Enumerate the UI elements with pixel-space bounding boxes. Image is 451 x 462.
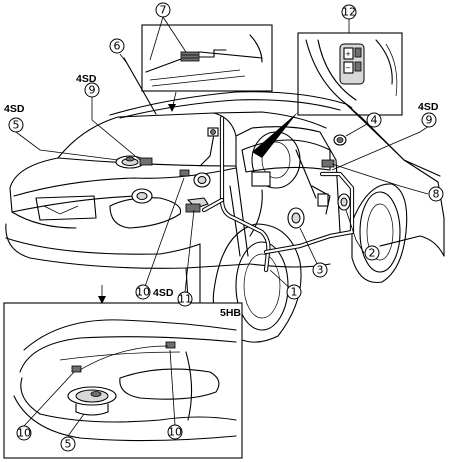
inset-steering-audio-switch: + − — [297, 32, 403, 116]
callout-6: 6 — [109, 38, 125, 54]
noise-filter-rear — [139, 157, 153, 166]
svg-text:9: 9 — [89, 84, 96, 97]
front-door-speaker — [337, 193, 351, 211]
svg-text:2: 2 — [369, 247, 376, 260]
svg-text:5: 5 — [13, 119, 20, 132]
callout-12: 12 — [341, 4, 357, 20]
callout-10-hb-right: 10 — [167, 424, 183, 440]
svg-text:10: 10 — [17, 427, 31, 440]
callout-2: 2 — [364, 245, 380, 261]
tag-4sd-callout-10: 4SD — [153, 287, 174, 299]
svg-text:11: 11 — [178, 293, 192, 306]
svg-text:3: 3 — [317, 264, 324, 277]
interior — [229, 131, 331, 257]
svg-text:7: 7 — [160, 4, 167, 17]
callout-1: 1 — [286, 284, 302, 300]
audio-wiring-harness — [199, 115, 355, 273]
svg-text:8: 8 — [433, 188, 440, 201]
rear-door-speaker-left — [131, 188, 153, 204]
callout-4: 4 — [366, 112, 382, 128]
callout-9-left: 9 — [84, 82, 100, 98]
front-noise-filter — [321, 159, 335, 168]
callout-8: 8 — [428, 186, 444, 202]
leader-lines — [15, 16, 430, 437]
rear-door-speaker-3 — [287, 207, 305, 229]
callout-5-hb: 5 — [60, 436, 76, 452]
svg-text:6: 6 — [114, 40, 121, 53]
svg-text:4: 4 — [371, 114, 378, 127]
svg-text:12: 12 — [342, 6, 356, 19]
front-wheel — [351, 183, 408, 284]
svg-text:−: − — [345, 64, 351, 72]
antenna-module — [185, 197, 209, 213]
rear-door-speaker-right — [193, 172, 211, 188]
callout-3: 3 — [312, 262, 328, 278]
rear-shelf-speaker — [115, 155, 145, 169]
callout-7: 7 — [155, 2, 171, 18]
tweeter — [333, 134, 347, 146]
tag-4sd-callout-9-left: 4SD — [76, 73, 97, 85]
callout-9-right: 9 — [421, 112, 437, 128]
svg-text:9: 9 — [426, 114, 433, 127]
inset-5hb-cargo-area — [3, 302, 243, 459]
callout-10: 10 — [135, 284, 151, 300]
tag-4sd-callout-5: 4SD — [4, 103, 25, 115]
tag-5hb-inset: 5HB — [220, 307, 241, 319]
inset-rear-window-antenna — [141, 24, 273, 92]
svg-text:5: 5 — [65, 438, 72, 451]
svg-text:10: 10 — [168, 426, 182, 439]
inset-pointer-wedge — [252, 112, 298, 158]
callout-11: 11 — [177, 291, 193, 307]
antenna-amplifier — [179, 169, 190, 177]
callout-5: 5 — [8, 117, 24, 133]
antenna-wire — [123, 57, 157, 115]
svg-text:1: 1 — [291, 286, 298, 299]
tag-4sd-callout-9-right: 4SD — [418, 101, 439, 113]
svg-text:10: 10 — [136, 286, 150, 299]
svg-text:+: + — [345, 50, 351, 58]
callout-10-hb-left: 10 — [16, 425, 32, 441]
glass-antenna-noise-filter — [207, 127, 219, 137]
